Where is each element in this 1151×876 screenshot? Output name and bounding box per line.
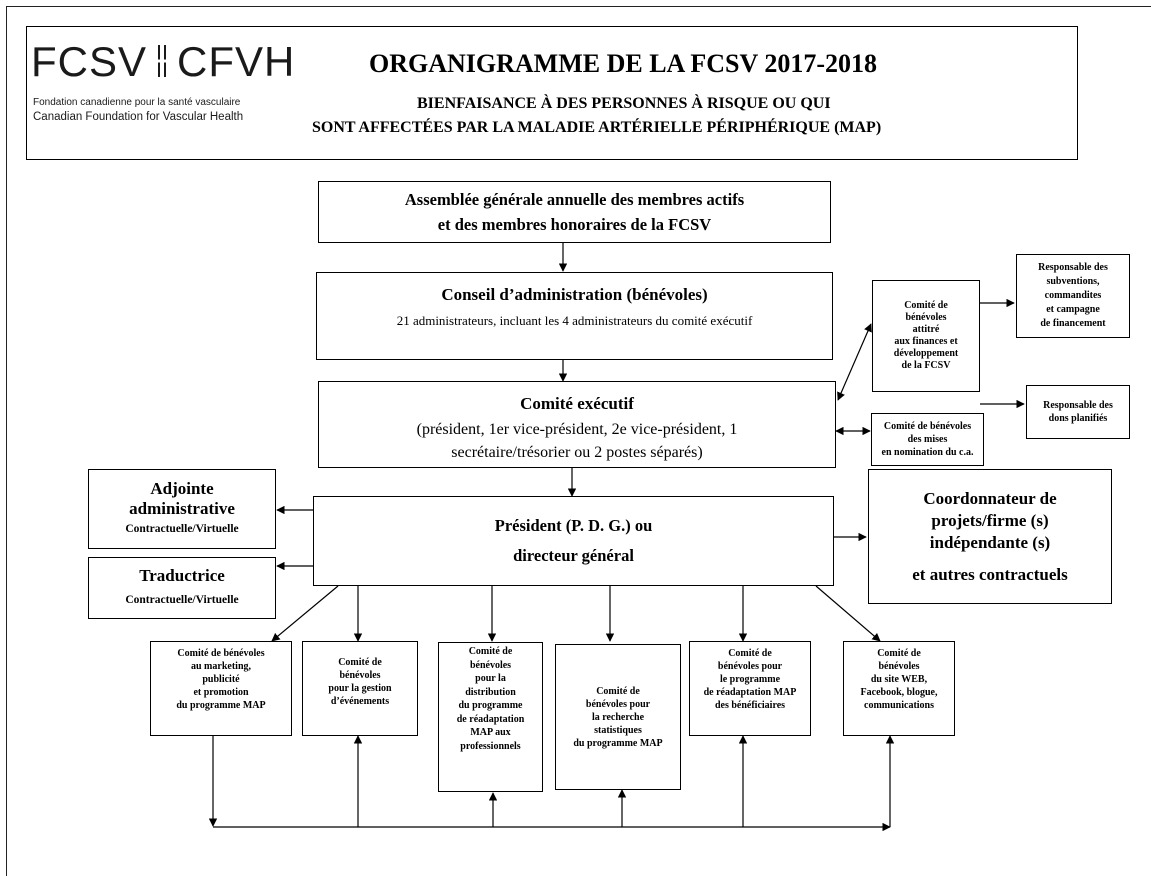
president-line-2: directeur général xyxy=(513,546,634,565)
grants-line-5: de financement xyxy=(1040,318,1106,329)
rehab-line-4: de réadaptation MAP xyxy=(703,687,797,698)
coordinator-box: Coordonnateur de projets/firme (s) indép… xyxy=(868,469,1112,604)
marketing-line-1: Comité de bénévoles xyxy=(177,648,265,659)
distribution-line-4: distribution xyxy=(465,686,516,698)
page-border-top xyxy=(6,6,1151,7)
research-line-2: bénévoles pour xyxy=(585,698,651,710)
planned-gifts-box: Responsable des dons planifiés xyxy=(1026,385,1130,439)
executive-detail-2: secrétaire/trésorier ou 2 postes séparés… xyxy=(451,444,703,461)
assembly-line-2: et des membres honoraires de la FCSV xyxy=(437,215,712,234)
board-title: Conseil d’administration (bénévoles) xyxy=(441,285,708,304)
page-border-left xyxy=(6,6,7,876)
web-line-2: bénévoles xyxy=(878,661,920,672)
logo-line-en: Canadian Foundation for Vascular Health xyxy=(33,111,244,123)
finance-committee-line-1: Comité de xyxy=(904,300,948,311)
grants-responsible-box: Responsable des subventions, commandites et… xyxy=(1016,254,1130,338)
president-box: Président (P. D. G.) ou directeur généra… xyxy=(313,496,834,586)
marketing-committee-box: Comité de bénévoles au marketing, publicit… xyxy=(150,641,292,736)
grants-line-1: Responsable des xyxy=(1038,262,1108,273)
board-detail: 21 administrateurs, incluant les 4 admin… xyxy=(396,313,753,328)
distribution-line-2: bénévoles xyxy=(469,659,512,671)
finance-committee-line-5: développement xyxy=(893,348,959,359)
planned-gifts-line-2: dons planifiés xyxy=(1048,413,1108,424)
research-line-1: Comité de xyxy=(596,685,640,697)
assembly-line-1: Assemblée générale annuelle des membres … xyxy=(404,190,745,209)
events-line-1: Comité de xyxy=(338,657,382,668)
web-committee-box: Comité de bénévoles du site WEB, Facebook, … xyxy=(843,641,955,736)
marketing-line-2: au marketing, xyxy=(191,661,251,672)
web-line-3: du site WEB, xyxy=(870,674,928,685)
translator-line-1: Traductrice xyxy=(139,566,225,585)
coordinator-line-4: et autres contractuels xyxy=(912,564,1068,584)
web-line-4: Facebook, blogue, xyxy=(860,687,938,698)
executive-title: Comité exécutif xyxy=(520,394,634,413)
chart-subtitle-2: SONT AFFECTÉES PAR LA MALADIE ARTÉRIELLE… xyxy=(312,119,882,136)
board-box: Conseil d’administration (bénévoles) 21 … xyxy=(316,272,833,360)
assembly-box: Assemblée générale annuelle des membres … xyxy=(318,181,831,243)
nominations-committee-box: Comité de bénévoles des mises en nominatio… xyxy=(871,413,984,466)
web-line-1: Comité de xyxy=(877,648,921,659)
admin-assistant-box: Adjointe administrative Contractuelle/Vi… xyxy=(88,469,276,549)
president-line-1: Président (P. D. G.) ou xyxy=(494,516,653,535)
distribution-committee-box: Comité de bénévoles pour la distribution du … xyxy=(438,642,543,792)
rehab-line-3: le programme xyxy=(719,674,781,685)
research-line-5: du programme MAP xyxy=(573,737,663,749)
finance-committee-line-2: bénévoles xyxy=(905,312,947,323)
admin-assistant-line-2: administrative xyxy=(129,499,235,518)
chart-title: ORGANIGRAMME DE LA FCSV 2017-2018 xyxy=(369,49,877,78)
coordinator-line-1: Coordonnateur de xyxy=(923,488,1057,508)
finance-committee-line-6: de la FCSV xyxy=(901,360,951,371)
logo-line-fr: Fondation canadienne pour la santé vascu… xyxy=(33,97,241,108)
coordinator-line-2: projets/firme (s) xyxy=(931,510,1049,530)
research-line-4: statistiques xyxy=(594,724,642,736)
nominations-line-1: Comité de bénévoles xyxy=(883,421,972,432)
executive-box: Comité exécutif (président, 1er vice-pré… xyxy=(318,381,836,468)
grants-line-2: subventions, xyxy=(1046,276,1100,287)
logo: FCSV CFVH xyxy=(31,41,295,83)
events-line-3: pour la gestion xyxy=(328,683,392,694)
research-line-3: la recherche xyxy=(591,711,645,723)
marketing-line-3: publicité xyxy=(202,674,240,685)
distribution-line-3: pour la xyxy=(475,673,506,684)
marketing-line-5: du programme MAP xyxy=(176,700,266,711)
distribution-line-8: professionnels xyxy=(460,740,521,752)
rehab-committee-box: Comité de bénévoles pour le programme de ré… xyxy=(689,641,811,736)
rehab-line-5: des bénéficiaires xyxy=(714,700,786,711)
distribution-line-7: MAP aux xyxy=(470,727,511,738)
marketing-line-4: et promotion xyxy=(193,687,249,698)
admin-assistant-line-1: Adjointe xyxy=(150,479,214,498)
grants-line-4: et campagne xyxy=(1046,304,1100,315)
web-line-5: communications xyxy=(864,700,934,711)
distribution-line-6: de réadaptation xyxy=(456,713,525,725)
finance-committee-line-3: attitré xyxy=(912,324,940,335)
logo-right-text: CFVH xyxy=(177,38,296,85)
grants-line-3: commandites xyxy=(1044,290,1102,301)
rehab-line-2: bénévoles pour xyxy=(717,661,783,672)
planned-gifts-line-1: Responsable des xyxy=(1043,400,1113,411)
translator-box: Traductrice Contractuelle/Virtuelle xyxy=(88,557,276,619)
distribution-line-1: Comité de xyxy=(468,646,513,657)
distribution-line-5: du programme xyxy=(458,700,523,711)
logo-left-text: FCSV xyxy=(31,38,148,85)
finance-committee-line-4: aux finances et xyxy=(894,336,958,347)
chart-subtitle-1: BIENFAISANCE À DES PERSONNES À RISQUE OU… xyxy=(417,95,831,112)
admin-assistant-line-3: Contractuelle/Virtuelle xyxy=(125,523,239,535)
events-committee-box: Comité de bénévoles pour la gestion d’événe… xyxy=(302,641,418,736)
nominations-line-2: des mises xyxy=(907,434,948,445)
header-box: FCSV CFVH Fondation canadienne pour la s… xyxy=(26,26,1078,160)
executive-detail-1: (président, 1er vice-président, 2e vice-… xyxy=(416,421,738,438)
events-line-4: d’événements xyxy=(330,696,390,707)
nominations-line-3: en nomination du c.a. xyxy=(881,447,974,458)
rehab-line-1: Comité de xyxy=(728,648,772,659)
events-line-2: bénévoles xyxy=(339,670,381,681)
coordinator-line-3: indépendante (s) xyxy=(929,532,1051,552)
logo-bar-icon xyxy=(155,42,169,77)
translator-line-2: Contractuelle/Virtuelle xyxy=(125,594,239,606)
